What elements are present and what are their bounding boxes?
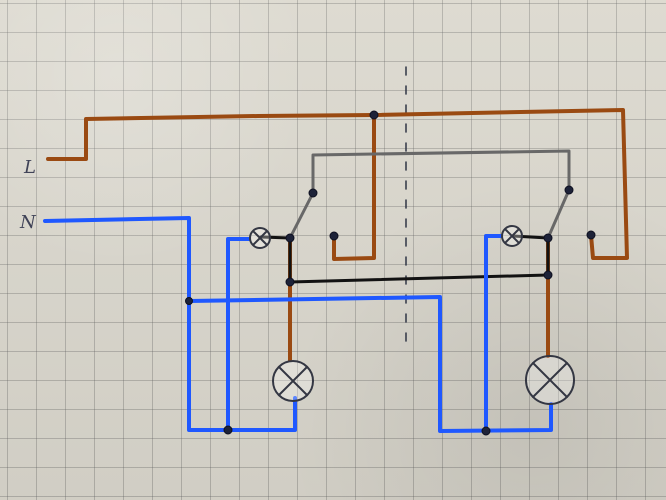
upper-traveller-wire <box>311 149 571 195</box>
neutral-right-indicator-wire <box>484 234 503 433</box>
left-lamp-icon <box>272 360 314 402</box>
left-indicator-lamp-icon <box>249 227 271 249</box>
right-indicator-lamp-icon <box>501 225 523 247</box>
neutral-right-bottom-terminal-dot-icon <box>481 426 491 436</box>
neutral-left-loop-wire <box>43 216 297 432</box>
neutral-left-indicator-wire <box>226 237 251 432</box>
neutral-left-junction-terminal-dot-icon <box>185 297 193 305</box>
left-switch-lever <box>288 191 315 240</box>
right-lamp-icon <box>525 355 575 405</box>
live-middle-wire <box>332 113 376 261</box>
terminal-points <box>185 110 596 436</box>
left-indicator-lamp-cross-b <box>253 231 267 245</box>
neutral-right-loop-wire <box>187 295 553 433</box>
left-switch-live-terminal-dot-icon <box>329 231 339 241</box>
live-top-junction-terminal-dot-icon <box>369 110 379 120</box>
right-switch-common-terminal-dot-icon <box>543 233 553 243</box>
right-traveller-junction-terminal-dot-icon <box>543 270 553 280</box>
right-lamp-cross-b <box>532 362 568 398</box>
right-switch-lever <box>546 188 571 240</box>
live-label: L <box>23 157 36 178</box>
neutral-label: N <box>19 212 37 233</box>
left-switch-top-terminal-dot-icon <box>308 188 318 198</box>
right-switch-top-terminal-dot-icon <box>564 185 574 195</box>
right-indicator-lamp-cross-b <box>505 229 519 243</box>
left-switch-common-terminal-dot-icon <box>285 233 295 243</box>
switched-traveller-wire <box>259 234 550 284</box>
right-switch-live-terminal-dot-icon <box>586 230 596 240</box>
left-traveller-junction-terminal-dot-icon <box>285 277 295 287</box>
left-lamp-cross-b <box>278 366 308 396</box>
neutral-left-bottom-terminal-dot-icon <box>223 425 233 435</box>
